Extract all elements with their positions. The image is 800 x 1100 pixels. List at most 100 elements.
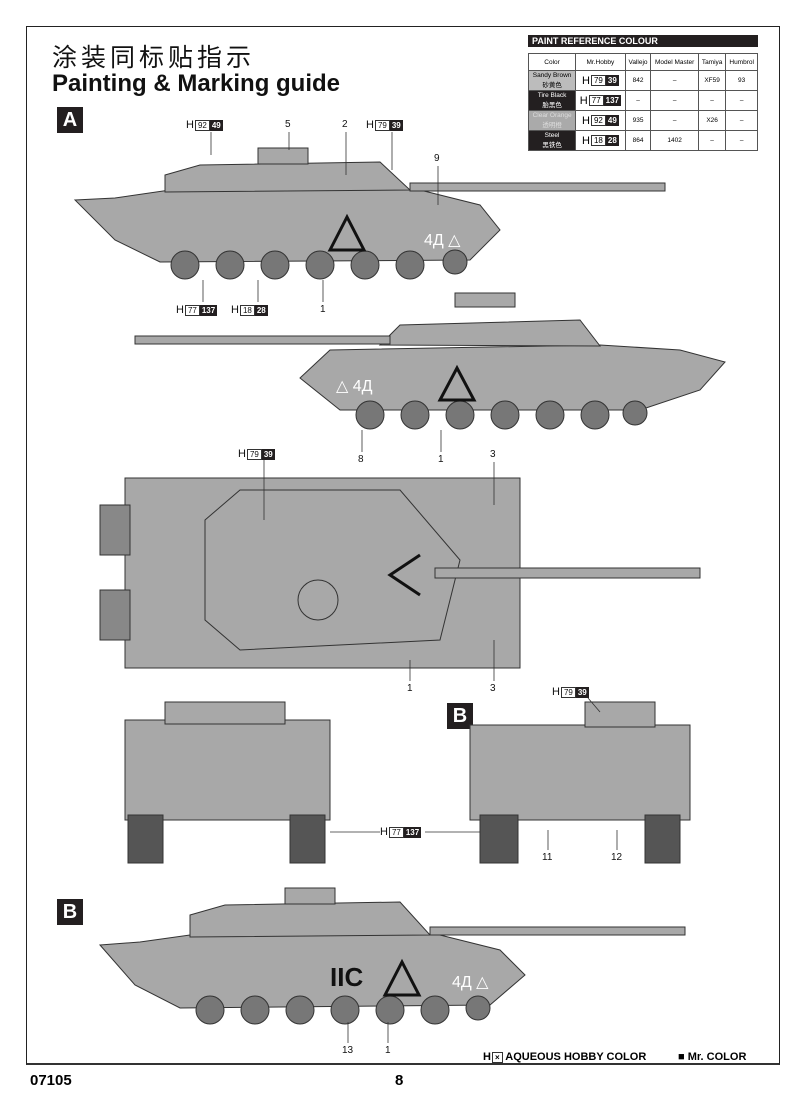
legend-mr-color: ■ Mr. COLOR — [678, 1051, 746, 1063]
mr-color-code: 49 — [209, 119, 223, 131]
h-prefix: H — [380, 826, 388, 838]
scheme-b-badge: B — [447, 703, 473, 729]
decal-number: 9 — [434, 153, 440, 164]
legend-aqueous-label: AQUEOUS HOBBY COLOR — [505, 1051, 647, 1063]
mr-color-code: 137 — [403, 826, 422, 838]
legend-aqueous: H× AQUEOUS HOBBY COLOR — [483, 1051, 646, 1063]
color-name-cell: Sandy Brown 砂黄色 — [527, 70, 577, 91]
aqueous-code: 18 — [590, 135, 606, 146]
decal-number: 1 — [385, 1045, 391, 1056]
mr-color-code: 39 — [605, 75, 619, 86]
h-prefix: H — [579, 94, 588, 107]
color-name: Steel — [544, 132, 560, 139]
h-prefix: H — [176, 304, 184, 316]
h-prefix: H — [552, 686, 560, 698]
h-prefix: H — [582, 74, 590, 87]
aqueous-code: 79 — [374, 119, 390, 131]
decal-number: 12 — [611, 852, 623, 863]
h-prefix: H — [238, 448, 246, 460]
color-name-cell: Steel 黑铁色 — [527, 130, 577, 151]
scheme-b-badge-2: B — [57, 899, 83, 925]
paint-table-title: PAINT REFERENCE COLOUR — [528, 35, 758, 47]
decal-number: 1 — [407, 683, 413, 694]
tank-top-view — [99, 477, 701, 669]
color-name: Clear Orange — [532, 112, 572, 119]
mr-color-code: 28 — [254, 304, 268, 316]
decal-number: 3 — [490, 683, 496, 694]
h-prefix: H — [483, 1051, 491, 1063]
tank-side-view-b — [98, 887, 686, 1025]
humbrol-cell: – — [725, 130, 758, 151]
tank-marking: △ 4Д — [336, 378, 373, 395]
color-name: Tire Black — [537, 92, 567, 99]
mr-color-code: 28 — [605, 135, 619, 146]
humbrol-cell: – — [725, 110, 758, 131]
paint-reference-table: PAINT REFERENCE COLOUR Color Mr.Hobby Va… — [527, 35, 758, 151]
color-name-cn: 砂黄色 — [542, 82, 562, 89]
title-chinese: 涂装同标贴指示 — [52, 43, 256, 72]
black-square-icon: ■ — [678, 1051, 685, 1063]
kit-number: 07105 — [30, 1072, 72, 1089]
h-prefix: H — [231, 304, 239, 316]
tank-front-view — [124, 701, 331, 864]
aqueous-code: 79 — [560, 686, 576, 698]
tank-marking: 4Д △ — [424, 232, 461, 249]
aqueous-code: 92 — [590, 115, 606, 126]
decal-number: 8 — [358, 454, 364, 465]
decal-number: 1 — [438, 454, 444, 465]
color-name-cell: Clear Orange 透明橙 — [527, 110, 577, 131]
decal-number: 3 — [490, 449, 496, 460]
decal-number: 2 — [342, 119, 348, 130]
tank-rear-view — [469, 701, 691, 864]
tank-marking: 4Д △ — [452, 974, 489, 991]
color-name-cn: 透明橙 — [542, 122, 562, 129]
mr-color-code: 39 — [575, 686, 589, 698]
legend-mr-label: Mr. COLOR — [687, 1051, 747, 1063]
h-prefix: H — [582, 114, 590, 127]
aqueous-code: 18 — [239, 304, 255, 316]
tank-code-marking: IIC — [330, 962, 364, 992]
leader-lines — [202, 132, 618, 1043]
aqueous-code: 79 — [246, 448, 262, 460]
decal-number: 11 — [542, 852, 553, 863]
mr-color-code: 39 — [261, 448, 275, 460]
mr-color-code: 137 — [199, 304, 218, 316]
color-name: Sandy Brown — [532, 72, 572, 79]
page-title: Painting & Marking guide — [52, 70, 341, 97]
h-prefix: H — [582, 134, 590, 147]
color-name-cn: 黑铁色 — [542, 142, 562, 149]
aqueous-code: 77 — [388, 826, 404, 838]
aqueous-code: 77 — [588, 95, 604, 106]
h-prefix: H — [186, 119, 194, 131]
tank-side-view-a — [73, 147, 666, 280]
tank-side-view-a-mirrored — [134, 292, 726, 430]
decal-number: 1 — [320, 304, 326, 315]
mr-color-code: 39 — [389, 119, 403, 131]
tamiya-cell: – — [697, 130, 727, 151]
page-frame — [26, 26, 780, 1065]
mr-color-code: 49 — [605, 115, 619, 126]
color-name-cn: 胎黑色 — [542, 102, 562, 109]
h-prefix: H — [366, 119, 374, 131]
aqueous-code: 92 — [194, 119, 210, 131]
decal-number: 5 — [285, 119, 291, 130]
decal-number: 13 — [342, 1045, 354, 1056]
mr-color-code: 137 — [603, 95, 622, 106]
aqueous-symbol-icon: H× — [483, 1051, 503, 1063]
aqueous-code: 77 — [184, 304, 200, 316]
aqueous-code: 79 — [590, 75, 606, 86]
